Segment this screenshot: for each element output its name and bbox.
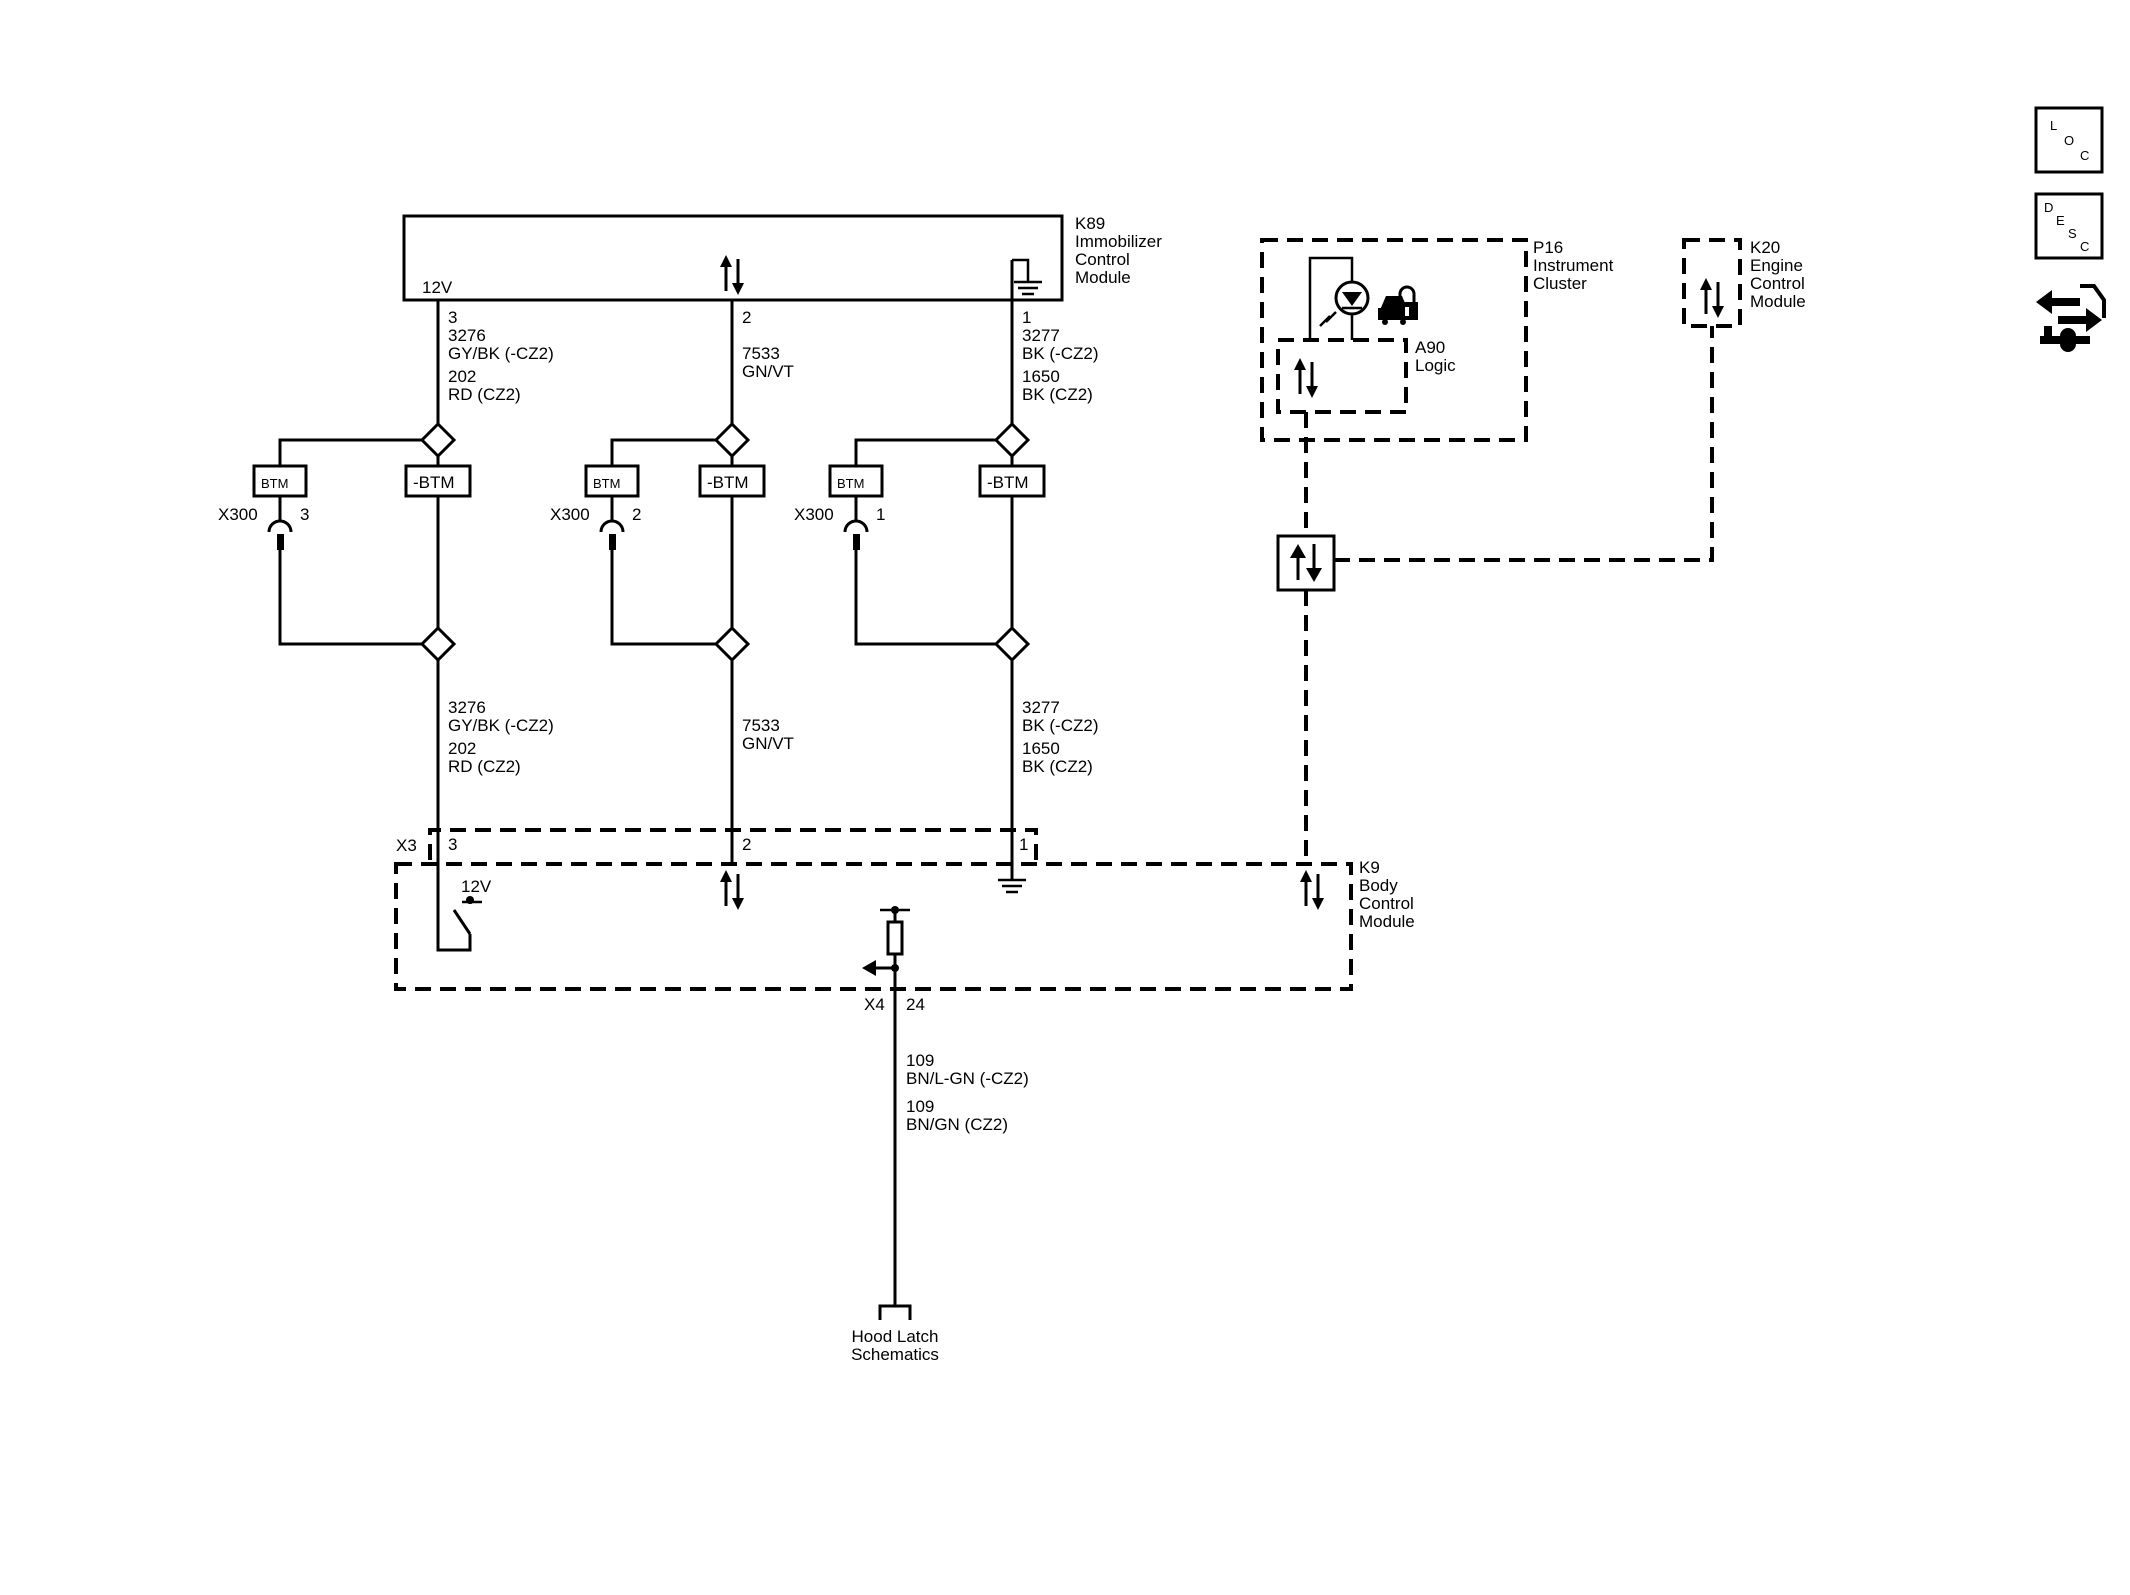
left-circuit-number: 3276 bbox=[448, 326, 486, 345]
hood-circuit-number-2: 109 bbox=[906, 1097, 934, 1116]
right-splice-pin: 1 bbox=[876, 505, 885, 524]
k9-module: 12V K9 Body Control Module bbox=[394, 858, 1415, 1004]
a90-name: A90 bbox=[1415, 338, 1445, 357]
diagnostic-connector-icon[interactable] bbox=[2036, 284, 2106, 352]
k89-supply-label: 12V bbox=[422, 278, 453, 297]
splice-connector bbox=[267, 519, 293, 533]
a90-name-line2: Logic bbox=[1415, 356, 1456, 375]
right-wire-color: BK (-CZ2) bbox=[1022, 344, 1099, 363]
hood-latch-link[interactable]: Hood Latch bbox=[852, 1327, 939, 1346]
k89-module: 12V K89 Immobilizer Control Module bbox=[402, 214, 1162, 302]
left-splice-name: X300 bbox=[218, 505, 258, 524]
k9-name-line4: Module bbox=[1359, 912, 1415, 931]
k89-name: K89 bbox=[1075, 214, 1105, 233]
middle-circuit-number-bottom: 7533 bbox=[742, 716, 780, 735]
middle-btm-label: BTM bbox=[593, 476, 620, 491]
hood-wire-color-2: BN/GN (CZ2) bbox=[906, 1115, 1008, 1134]
k89-name-line2: Immobilizer bbox=[1075, 232, 1162, 251]
left-pin-top: 3 bbox=[448, 308, 457, 327]
a90-logic bbox=[1276, 338, 1408, 414]
desc-letter-d: D bbox=[2044, 200, 2053, 215]
right-wire-color-bottom: BK (-CZ2) bbox=[1022, 716, 1099, 735]
left-wire-color-bottom: GY/BK (-CZ2) bbox=[448, 716, 554, 735]
middle-wire-color: GN/VT bbox=[742, 362, 794, 381]
left-wire-color: GY/BK (-CZ2) bbox=[448, 344, 554, 363]
btm-option-box bbox=[252, 464, 308, 498]
left-btm-label: BTM bbox=[261, 476, 288, 491]
x3-label: X3 bbox=[396, 836, 417, 855]
p16-name-line3: Cluster bbox=[1533, 274, 1587, 293]
hood-latch-link-line2[interactable]: Schematics bbox=[851, 1345, 939, 1364]
security-lock-icon bbox=[1378, 285, 1418, 325]
loc-icon[interactable]: L O C bbox=[2034, 106, 2104, 174]
k20-name: K20 bbox=[1750, 238, 1780, 257]
serial-data-bus bbox=[1276, 326, 1714, 864]
ground-icon bbox=[998, 878, 1026, 894]
k20-name-line3: Control bbox=[1750, 274, 1805, 293]
x3-connector: X3 bbox=[396, 828, 1038, 860]
k20-name-line4: Module bbox=[1750, 292, 1806, 311]
right-pin-top: 1 bbox=[1022, 308, 1031, 327]
pullup-resistor bbox=[862, 906, 910, 1004]
k9-name-line3: Control bbox=[1359, 894, 1414, 913]
k9-name-line2: Body bbox=[1359, 876, 1398, 895]
right-circuit-number: 3277 bbox=[1022, 326, 1060, 345]
x4-label: X4 bbox=[864, 995, 885, 1014]
left-pin-bottom: 3 bbox=[448, 835, 457, 854]
p16-module: P16 Instrument Cluster A90 Logic bbox=[1260, 238, 1614, 442]
loc-letter-c: C bbox=[2080, 148, 2089, 163]
desc-letter-s: S bbox=[2068, 226, 2077, 241]
circuit-right: 1 3277 BK (-CZ2) 1650 BK (CZ2) BTM -BTM … bbox=[794, 260, 1099, 894]
middle-pin-bottom: 2 bbox=[742, 835, 751, 854]
data-arrow-icon bbox=[1290, 544, 1322, 582]
right-splice-name: X300 bbox=[794, 505, 834, 524]
right-circuit-number-2-bottom: 1650 bbox=[1022, 739, 1060, 758]
loc-letter-l: L bbox=[2050, 118, 2057, 133]
p16-name: P16 bbox=[1533, 238, 1563, 257]
left-nbtm-label: -BTM bbox=[413, 473, 455, 492]
k9-name: K9 bbox=[1359, 858, 1380, 877]
middle-splice-name: X300 bbox=[550, 505, 590, 524]
right-nbtm-label: -BTM bbox=[987, 473, 1029, 492]
right-circuit-number-bottom: 3277 bbox=[1022, 698, 1060, 717]
left-circuit-number-2-bottom: 202 bbox=[448, 739, 476, 758]
right-wire-color-2: BK (CZ2) bbox=[1022, 385, 1093, 404]
middle-pin-top: 2 bbox=[742, 308, 751, 327]
loc-letter-o: O bbox=[2064, 133, 2074, 148]
k89-name-line4: Module bbox=[1075, 268, 1131, 287]
x4-pin: 24 bbox=[906, 995, 925, 1014]
splice-diamond bbox=[420, 422, 456, 458]
middle-splice-pin: 2 bbox=[632, 505, 641, 524]
led-indicator-icon bbox=[1308, 256, 1370, 340]
hood-circuit-number: 109 bbox=[906, 1051, 934, 1070]
k20-name-line2: Engine bbox=[1750, 256, 1803, 275]
right-circuit-number-2: 1650 bbox=[1022, 367, 1060, 386]
right-pin-bottom: 1 bbox=[1019, 835, 1028, 854]
left-splice-pin: 3 bbox=[300, 505, 309, 524]
desc-icon[interactable]: D E S C bbox=[2034, 192, 2104, 260]
circuit-hood: X4 24 109 BN/L-GN (-CZ2) 109 BN/GN (CZ2)… bbox=[851, 995, 1029, 1364]
desc-letter-c: C bbox=[2080, 239, 2089, 254]
page-reference-connector bbox=[878, 1304, 912, 1320]
circuit-middle: 2 7533 GN/VT BTM -BTM X300 2 7533 GN/VT … bbox=[550, 300, 794, 862]
p16-name-line2: Instrument bbox=[1533, 256, 1614, 275]
middle-circuit-number: 7533 bbox=[742, 344, 780, 363]
right-btm-label: BTM bbox=[837, 476, 864, 491]
left-circuit-number-bottom: 3276 bbox=[448, 698, 486, 717]
circuit-left: 3 3276 GY/BK (-CZ2) 202 RD (CZ2) BTM -BT… bbox=[218, 300, 554, 946]
left-wire-color-2-bottom: RD (CZ2) bbox=[448, 757, 521, 776]
k9-supply-label: 12V bbox=[461, 877, 492, 896]
middle-wire-color-bottom: GN/VT bbox=[742, 734, 794, 753]
ground-icon bbox=[1012, 258, 1042, 296]
left-wire-color-2: RD (CZ2) bbox=[448, 385, 521, 404]
left-circuit-number-2: 202 bbox=[448, 367, 476, 386]
right-wire-color-2-bottom: BK (CZ2) bbox=[1022, 757, 1093, 776]
hood-wire-color: BN/L-GN (-CZ2) bbox=[906, 1069, 1029, 1088]
desc-letter-e: E bbox=[2056, 213, 2065, 228]
middle-nbtm-label: -BTM bbox=[707, 473, 749, 492]
k89-name-line3: Control bbox=[1075, 250, 1130, 269]
k20-module: K20 Engine Control Module bbox=[1682, 238, 1806, 328]
